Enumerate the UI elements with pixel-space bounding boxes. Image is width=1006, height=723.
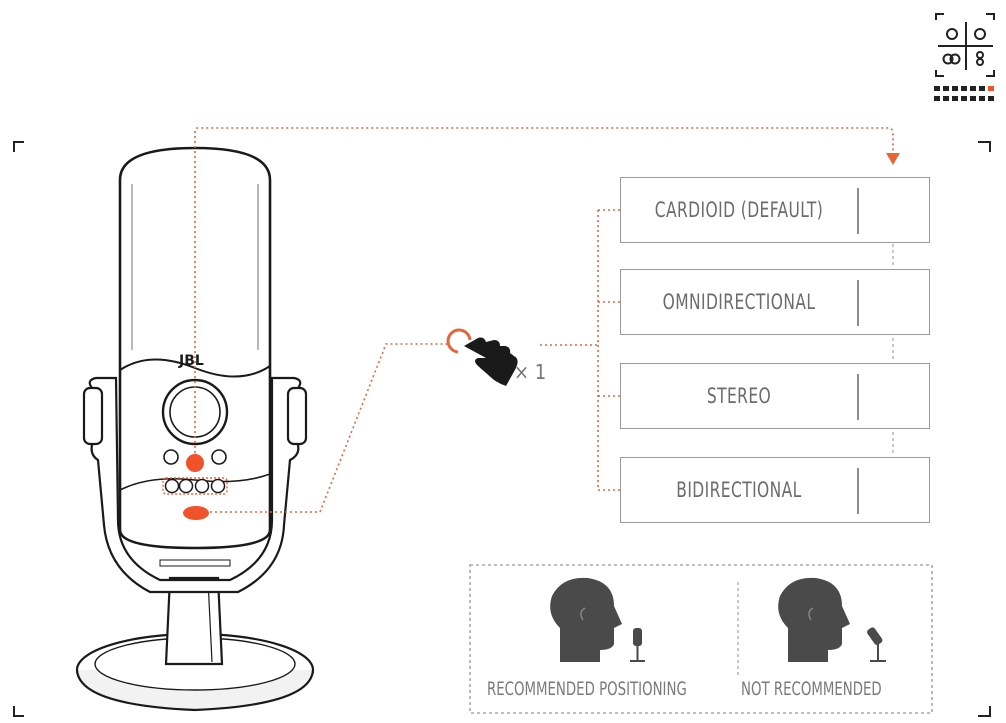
head-recommended-icon xyxy=(550,577,645,662)
mode-label-stereo: STEREO xyxy=(706,384,772,408)
mode-box-omnidirectional: OMNIDIRECTIONAL xyxy=(620,269,930,335)
mode-label-cardioid: CARDIOID (DEFAULT) xyxy=(654,198,824,222)
recommended-caption: RECOMMENDED POSITIONING xyxy=(487,678,687,700)
mode-label-bidirectional: BIDIRECTIONAL xyxy=(676,478,802,502)
mode-separator xyxy=(857,280,859,326)
not-recommended-caption: NOT RECOMMENDED xyxy=(741,678,882,700)
brand-logo: JBL xyxy=(178,353,204,369)
mode-box-bidirectional: BIDIRECTIONAL xyxy=(620,457,930,523)
polar-pattern-key-icon xyxy=(934,13,995,101)
mode-separator xyxy=(857,374,859,420)
tap-gesture-icon xyxy=(446,328,518,386)
frame-corners xyxy=(13,141,991,717)
mode-separator xyxy=(857,468,859,514)
mode-box-cardioid: CARDIOID (DEFAULT) xyxy=(620,177,930,243)
press-count-label: × 1 xyxy=(514,360,547,384)
connector-lines xyxy=(194,127,894,513)
pattern-led-highlight xyxy=(183,506,209,520)
positioning-panel xyxy=(469,564,933,714)
head-not-recommended-icon xyxy=(778,577,886,662)
mode-box-stereo: STEREO xyxy=(620,363,930,429)
mode-separator xyxy=(857,188,859,234)
pattern-button-highlight xyxy=(186,454,204,472)
mode-label-omnidirectional: OMNIDIRECTIONAL xyxy=(662,290,816,314)
arrow-down-icon xyxy=(886,153,900,165)
